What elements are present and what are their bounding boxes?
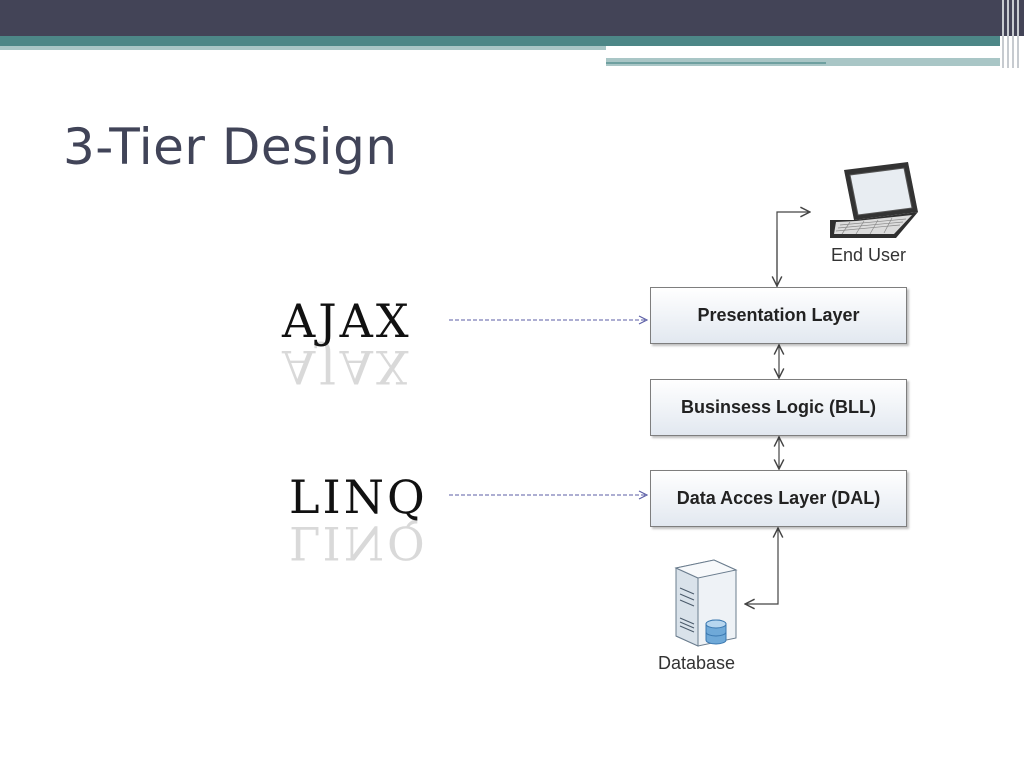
tech-label-ajax: AJAX AJAX bbox=[282, 298, 412, 394]
tech-label-text: LINQ bbox=[289, 470, 428, 524]
slide-title: 3-Tier Design bbox=[63, 118, 398, 176]
tech-label-text: AJAX bbox=[282, 294, 412, 348]
presentation-layer-box: Presentation Layer bbox=[650, 287, 907, 344]
business-logic-layer-box: Businsess Logic (BLL) bbox=[650, 379, 907, 436]
header-gap bbox=[606, 46, 1000, 58]
end-user-label: End User bbox=[831, 245, 907, 265]
laptop-icon bbox=[830, 162, 918, 238]
header-accent-line bbox=[0, 46, 606, 50]
header-bar bbox=[0, 0, 1024, 36]
data-access-layer-box: Data Acces Layer (DAL) bbox=[650, 470, 907, 527]
enduser-connector bbox=[777, 212, 810, 287]
dal-database-connector bbox=[745, 528, 778, 604]
header-accent-thin-line bbox=[606, 62, 826, 64]
database-server-icon bbox=[674, 559, 738, 647]
header-accent-stripe bbox=[0, 36, 1000, 46]
database-label: Database bbox=[658, 653, 736, 673]
header-vertical-lines bbox=[1000, 0, 1024, 68]
tech-label-linq: LINQ LINQ bbox=[289, 474, 428, 570]
